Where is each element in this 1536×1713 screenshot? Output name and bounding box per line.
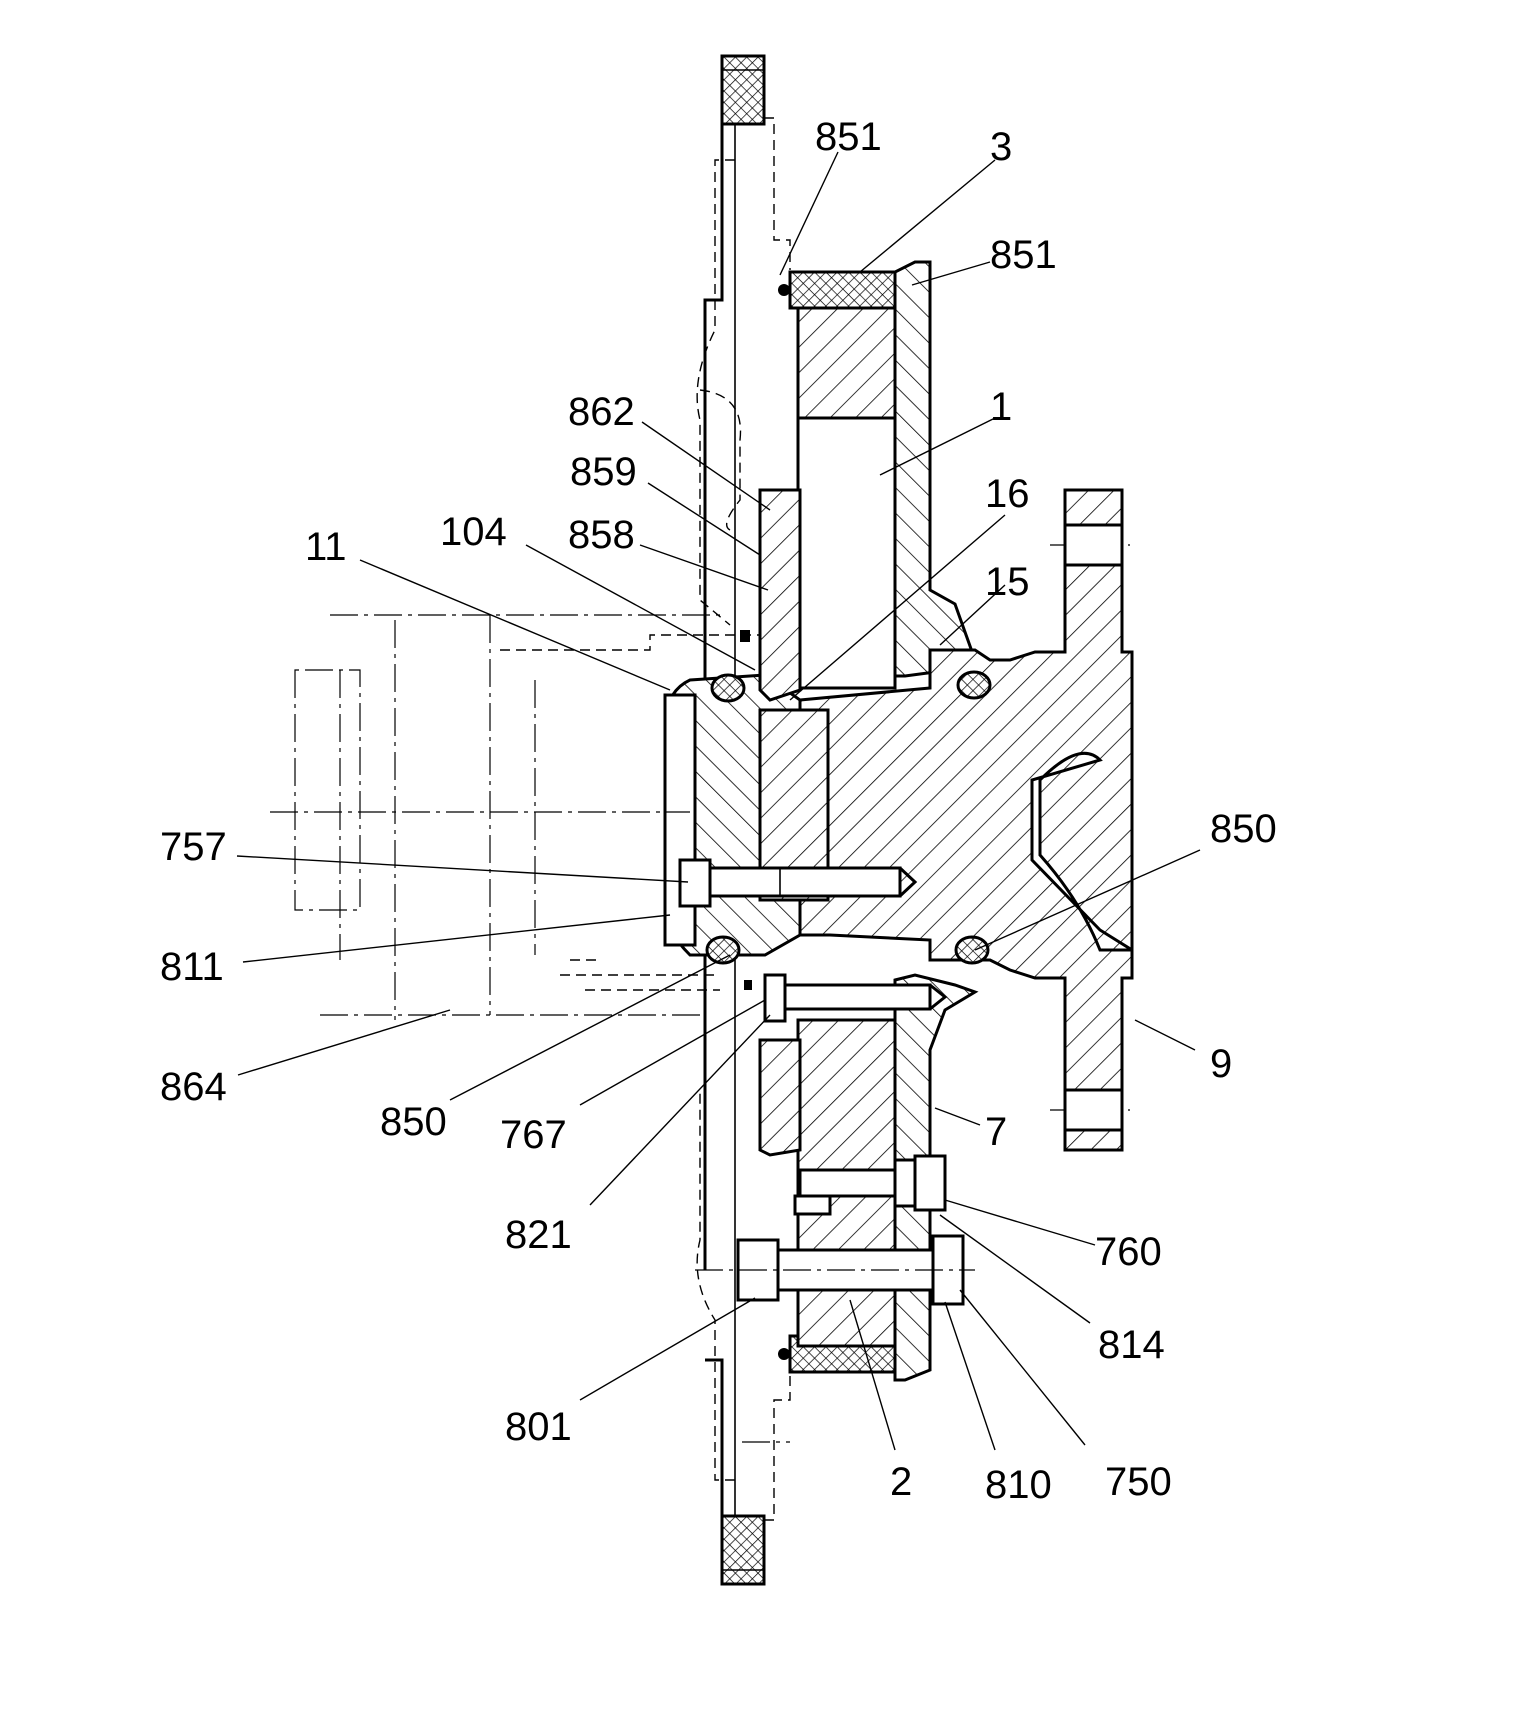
label-851-top-right: 851 bbox=[990, 233, 1057, 277]
label-864: 864 bbox=[160, 1065, 227, 1109]
label-11: 11 bbox=[305, 525, 347, 569]
label-757: 757 bbox=[160, 825, 227, 869]
bolt-750 bbox=[695, 1194, 975, 1306]
label-2: 2 bbox=[890, 1460, 912, 1504]
label-810: 810 bbox=[985, 1463, 1052, 1507]
oring-seals bbox=[705, 630, 992, 990]
label-859: 859 bbox=[570, 450, 637, 494]
label-750: 750 bbox=[1105, 1460, 1172, 1504]
reference-labels: 851 3 851 862 1 859 16 858 104 11 15 850… bbox=[160, 115, 1277, 1507]
phantom-geometry bbox=[270, 614, 760, 1020]
label-9: 9 bbox=[1210, 1042, 1232, 1086]
label-850-left: 850 bbox=[380, 1100, 447, 1144]
label-850-right: 850 bbox=[1210, 807, 1277, 851]
label-760: 760 bbox=[1095, 1230, 1162, 1274]
leader-lines bbox=[236, 151, 1201, 1451]
label-1: 1 bbox=[990, 385, 1012, 429]
label-862: 862 bbox=[568, 390, 635, 434]
label-851-top-left: 851 bbox=[815, 115, 882, 159]
label-858: 858 bbox=[568, 513, 635, 557]
bolt-767 bbox=[763, 973, 948, 1023]
bolt-757 bbox=[678, 858, 918, 908]
label-767: 767 bbox=[500, 1113, 567, 1157]
label-7: 7 bbox=[985, 1110, 1007, 1154]
label-811: 811 bbox=[160, 945, 224, 989]
label-801: 801 bbox=[505, 1405, 572, 1449]
label-821: 821 bbox=[505, 1213, 572, 1257]
label-104: 104 bbox=[440, 510, 507, 554]
label-814: 814 bbox=[1098, 1323, 1165, 1367]
label-16: 16 bbox=[985, 472, 1030, 516]
label-15: 15 bbox=[985, 560, 1030, 604]
label-3: 3 bbox=[990, 125, 1012, 169]
bolt-760 bbox=[798, 1154, 947, 1212]
housing bbox=[798, 488, 1134, 1152]
planet-gear-top bbox=[796, 306, 897, 690]
